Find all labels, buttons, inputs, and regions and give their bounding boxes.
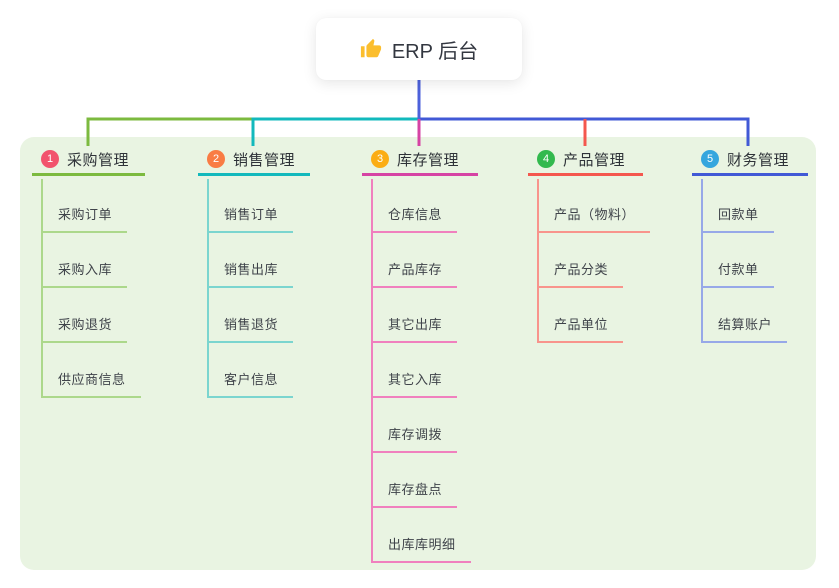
branch-label: 销售管理 (233, 151, 296, 169)
branch-label: 采购管理 (67, 151, 130, 169)
child-node[interactable]: 客户信息 (207, 370, 294, 398)
branch-heading-3[interactable]: 3 库存管理 (362, 145, 478, 176)
branch-5: 5 财务管理回款单付款单结算账户 (692, 145, 808, 343)
thumbs-up-icon (360, 38, 381, 58)
branch-child-connector (371, 179, 373, 563)
branch-child-connector (41, 179, 43, 398)
branch-child-connector (537, 179, 539, 343)
branch-heading-4[interactable]: 4 产品管理 (528, 145, 643, 176)
branch-heading-1[interactable]: 1 采购管理 (32, 145, 145, 176)
child-node[interactable]: 结算账户 (701, 315, 788, 343)
branch-3: 3 库存管理仓库信息产品库存其它出库其它入库库存调拨库存盘点出库库明细 (362, 145, 478, 563)
child-node[interactable]: 销售出库 (207, 260, 294, 288)
branch-badge: 5 (701, 150, 719, 168)
child-node[interactable]: 产品分类 (537, 260, 624, 288)
child-node[interactable]: 产品单位 (537, 315, 624, 343)
child-node[interactable]: 产品（物料） (537, 205, 651, 233)
child-node[interactable]: 其它出库 (371, 315, 458, 343)
branch-badge: 1 (41, 150, 59, 168)
child-node[interactable]: 回款单 (701, 205, 774, 233)
child-node[interactable]: 库存调拨 (371, 425, 458, 453)
child-node[interactable]: 库存盘点 (371, 480, 458, 508)
branches-background-panel (20, 137, 816, 570)
branch-label: 财务管理 (727, 151, 790, 169)
child-node[interactable]: 仓库信息 (371, 205, 458, 233)
root-node-title: ERP 后台 (391, 40, 479, 63)
child-node[interactable]: 采购入库 (41, 260, 128, 288)
child-node[interactable]: 供应商信息 (41, 370, 141, 398)
branch-badge: 4 (537, 150, 555, 168)
branch-badge: 2 (207, 150, 225, 168)
root-node-erp[interactable]: ERP 后台 (316, 18, 522, 80)
child-node[interactable]: 出库库明细 (371, 535, 471, 563)
child-node[interactable]: 付款单 (701, 260, 774, 288)
branch-label: 库存管理 (397, 151, 460, 169)
branch-2: 2 销售管理销售订单销售出库销售退货客户信息 (198, 145, 310, 398)
branch-badge: 3 (371, 150, 389, 168)
child-node[interactable]: 采购订单 (41, 205, 128, 233)
branch-heading-2[interactable]: 2 销售管理 (198, 145, 310, 176)
branch-heading-5[interactable]: 5 财务管理 (692, 145, 808, 176)
branch-child-connector (701, 179, 703, 343)
branch-child-connector (207, 179, 209, 398)
branch-1: 1 采购管理采购订单采购入库采购退货供应商信息 (32, 145, 145, 398)
branch-label: 产品管理 (563, 151, 626, 169)
child-node[interactable]: 产品库存 (371, 260, 458, 288)
child-node[interactable]: 销售订单 (207, 205, 294, 233)
branch-4: 4 产品管理产品（物料） 产品分类产品单位 (528, 145, 651, 343)
child-node[interactable]: 其它入库 (371, 370, 458, 398)
child-node[interactable]: 销售退货 (207, 315, 294, 343)
child-node[interactable]: 采购退货 (41, 315, 128, 343)
